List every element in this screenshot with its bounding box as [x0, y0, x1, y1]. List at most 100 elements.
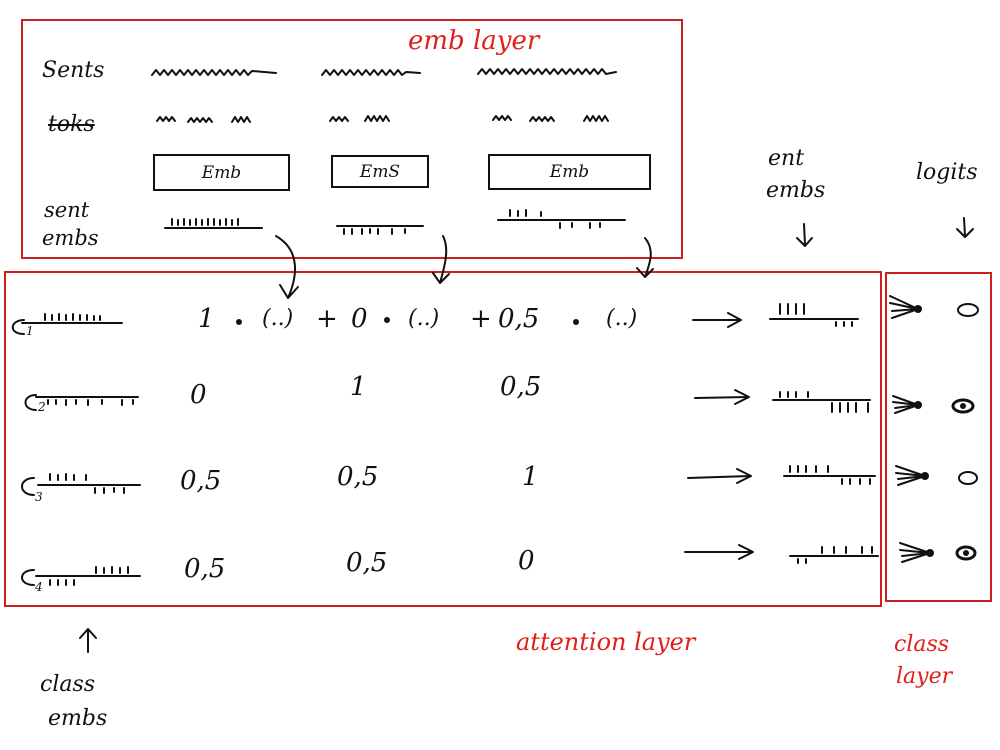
logit-inner-dot-2: [960, 403, 966, 409]
emb-box-2-label: EmS: [359, 161, 401, 182]
logit-fan-2: [892, 395, 919, 414]
mult-dot-3: [573, 319, 579, 325]
tok-squiggle-3b: [529, 116, 555, 122]
r1-t2: (..): [408, 306, 440, 331]
arrow-down-2: [432, 235, 450, 284]
tok-squiggle-3c: [583, 115, 609, 122]
tok-squiggle-3a: [492, 115, 512, 121]
logit-3: [958, 471, 978, 485]
arrow-down-3: [636, 237, 654, 278]
sent-squiggle-1: [151, 69, 277, 76]
logit-inner-dot-4: [963, 550, 969, 556]
logit-fan-1: [889, 295, 919, 319]
emb-box-1: Emb: [153, 154, 290, 191]
class-emb-1-line: [21, 313, 123, 324]
row4-arrow: [684, 544, 754, 560]
c1-letter: [11, 319, 25, 335]
sent-embs-label-line2: embs: [42, 226, 99, 250]
ent-embs-label-line2: embs: [766, 178, 826, 203]
mult-dot-1: [236, 319, 242, 325]
r4-w3: 0: [518, 546, 535, 576]
ent-embs-arrow: [796, 223, 813, 247]
class-emb-4-line: [35, 566, 141, 586]
logit-1: [957, 303, 979, 317]
r2-w3: 0,5: [500, 372, 542, 402]
emb-box-2: EmS: [331, 155, 429, 188]
class-embs-label-line2: embs: [48, 706, 108, 731]
emb-box-3-label: Emb: [549, 162, 590, 182]
logits-arrow: [956, 217, 974, 238]
row1-arrow: [692, 312, 742, 328]
r3-w3: 1: [522, 462, 539, 492]
ent-emb-1: [769, 303, 859, 327]
tok-squiggle-2b: [364, 115, 390, 122]
r4-w1: 0,5: [184, 554, 226, 584]
r1-w2: 0: [351, 304, 368, 334]
c1-sub: 1: [26, 324, 34, 338]
emb-layer-title: emb layer: [408, 26, 540, 56]
sent-embs-label-line1: sent: [44, 198, 90, 222]
r4-w2: 0,5: [346, 548, 388, 578]
r2-w2: 1: [350, 372, 367, 402]
logit-fan-dot-1: [914, 305, 922, 313]
row3-arrow: [687, 468, 752, 484]
sent-squiggle-3: [477, 68, 617, 75]
tok-squiggle-1b: [187, 117, 213, 123]
ent-emb-3: [783, 465, 876, 485]
c3-sub: 3: [35, 490, 43, 504]
r1-t3: (..): [606, 306, 638, 331]
tok-squiggle-1a: [156, 116, 176, 122]
logit-fan-dot-3: [921, 472, 929, 480]
logit-fan-4: [899, 542, 931, 563]
r1-plus2: +: [470, 304, 492, 334]
logit-4: [955, 545, 977, 561]
sent-emb-3: [497, 209, 626, 229]
logits-label: logits: [916, 160, 978, 185]
toks-row-label: toks: [48, 112, 95, 137]
class-layer-frame: [885, 272, 992, 602]
ent-emb-4: [789, 546, 879, 564]
r1-w1: 1: [198, 304, 215, 334]
logit-2: [951, 398, 975, 414]
mult-dot-2: [384, 317, 390, 323]
c4-sub: 4: [35, 580, 43, 594]
r1-t1: (..): [262, 306, 294, 331]
sent-emb-1: [164, 218, 263, 229]
emb-layer-frame: [21, 19, 683, 259]
logit-fan-3: [895, 465, 926, 486]
sent-squiggle-2: [321, 69, 421, 76]
c1-text: C1: [10, 313, 27, 327]
c4-text: C4: [10, 562, 27, 576]
logit-fan-dot-2: [914, 401, 922, 409]
toks-row-text: toks: [48, 112, 95, 137]
logit-fan-dot-4: [926, 549, 934, 557]
class-layer-title-line1: class: [894, 632, 950, 657]
r3-w1: 0,5: [180, 466, 222, 496]
r1-w3: 0,5: [498, 304, 540, 334]
class-emb-2-line: [35, 396, 139, 406]
c2-sub: 2: [38, 400, 46, 414]
row2-arrow: [694, 389, 750, 405]
r2-w1: 0: [190, 380, 207, 410]
class-embs-arrow: [79, 628, 97, 653]
class-embs-label-line1: class: [40, 672, 96, 697]
arrow-down-1: [275, 235, 299, 299]
r1-plus1: +: [316, 304, 338, 334]
attention-layer-title: attention layer: [516, 628, 696, 656]
c3-text: C3: [10, 470, 27, 484]
sents-row-label: Sents: [42, 58, 105, 83]
c2-text: C2: [10, 390, 27, 404]
ent-embs-label-line1: ent: [768, 146, 805, 171]
ent-emb-2: [772, 391, 871, 413]
c4-letter: [21, 569, 35, 586]
tok-squiggle-1c: [231, 116, 251, 123]
emb-box-3: Emb: [488, 154, 651, 190]
c3-letter: [21, 477, 35, 496]
c2-letter: [24, 394, 37, 411]
class-emb-3-line: [37, 473, 141, 494]
class-layer-title-line2: layer: [896, 664, 953, 689]
emb-box-1-label: Emb: [201, 162, 242, 183]
tok-squiggle-2a: [329, 116, 349, 122]
sent-emb-2: [336, 225, 424, 235]
